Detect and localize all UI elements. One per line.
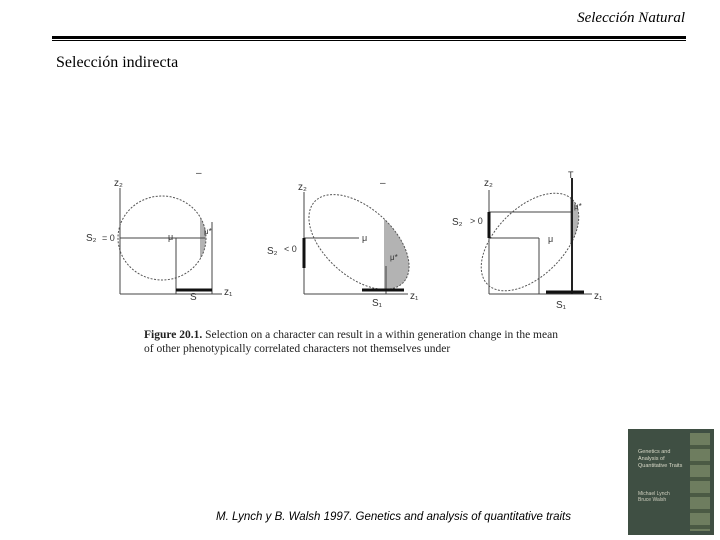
- caption-label: Figure 20.1.: [144, 329, 203, 341]
- panel2-distribution-ellipse: [308, 194, 410, 290]
- panel1-mustar-label: μ*: [204, 227, 212, 236]
- panel2-s2-label: S₂: [267, 246, 278, 257]
- panel3-s2-label: S₂: [452, 217, 463, 228]
- panel3-z1-label: z₁: [594, 291, 603, 302]
- panel2-z1-label: z₁: [410, 291, 419, 302]
- panel1-top-mark: –: [196, 168, 202, 179]
- panel1-distribution-ellipse: [117, 195, 207, 281]
- citation: M. Lynch y B. Walsh 1997. Genetics and a…: [216, 511, 571, 523]
- panel3-distribution-ellipse: [480, 192, 580, 292]
- panel3-mustar-label: μ*: [574, 202, 582, 211]
- book-authors: Michael Lynch Bruce Walsh: [638, 491, 670, 503]
- panel3-mu-label: μ: [548, 234, 553, 244]
- figure-diagram: z₂ z₁ S₂ = 0 μ μ* S – z₂ z₁ S₂ < 0 μ μ* …: [86, 168, 603, 310]
- panel-2: z₂ z₁ S₂ < 0 μ μ* S₁ –: [267, 176, 424, 309]
- panel3-top-mark: T: [568, 170, 574, 180]
- header-title: Selección Natural: [577, 10, 685, 26]
- figure-caption: Figure 20.1. Selection on a character ca…: [144, 328, 564, 356]
- header-rule-thin: [52, 40, 686, 41]
- panel3-z2-label: z₂: [484, 178, 493, 189]
- panel1-s2-value: = 0: [102, 233, 115, 243]
- panel2-mustar-label: μ*: [390, 253, 398, 262]
- panel-1: z₂ z₁ S₂ = 0 μ μ* S –: [86, 168, 233, 303]
- panel-3: z₂ z₁ S₂ > 0 μ μ* S₁ T: [452, 170, 603, 310]
- panel3-s1-label: S₁: [556, 300, 567, 310]
- book-cover-image: Genetics and Analysis of Quantitative Tr…: [628, 429, 714, 535]
- panel3-s2-value: > 0: [470, 216, 483, 226]
- book-title: Genetics and Analysis of Quantitative Tr…: [638, 449, 683, 469]
- panel2-s1-label: S₁: [372, 298, 383, 309]
- section-title: Selección indirecta: [56, 54, 179, 71]
- header-rule: [52, 36, 686, 39]
- panel1-z1-label: z₁: [224, 287, 233, 298]
- figure-20-1: z₂ z₁ S₂ = 0 μ μ* S – z₂ z₁ S₂ < 0 μ μ* …: [84, 166, 624, 310]
- panel2-z2-label: z₂: [298, 182, 307, 193]
- panel1-s2-label: S₂: [86, 233, 97, 244]
- panel2-top-mark: –: [380, 178, 386, 189]
- panel1-s-label: S: [190, 292, 197, 303]
- panel2-s2-value: < 0: [284, 244, 297, 254]
- caption-text: Selection on a character can result in a…: [144, 329, 558, 355]
- panel1-mu-label: μ: [168, 232, 173, 242]
- panel2-selected-region: [384, 176, 424, 308]
- panel2-mu-label: μ: [362, 233, 367, 243]
- panel3-selected-region: [570, 175, 597, 309]
- book-photo-strip: [690, 433, 710, 531]
- panel1-z2-label: z₂: [114, 178, 123, 189]
